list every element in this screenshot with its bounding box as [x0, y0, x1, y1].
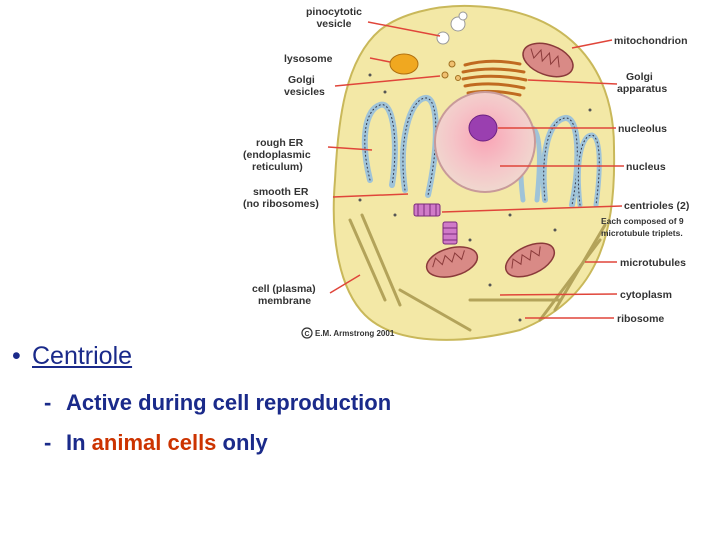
label-rough-er-2: (endoplasmic	[243, 149, 311, 161]
golgi-apparatus	[461, 59, 528, 97]
pinocytotic-vesicle	[436, 11, 468, 45]
label-nucleolus: nucleolus	[618, 123, 667, 135]
copyright: C E.M. Armstrong 2001	[301, 327, 395, 339]
rough-er	[361, 95, 602, 208]
bullet-heading: • Centriole	[12, 342, 132, 371]
ribosomes	[358, 73, 592, 322]
centrioles	[413, 203, 458, 245]
label-cell-membrane-1: cell (plasma)	[252, 283, 316, 295]
label-rough-er-1: rough ER	[256, 137, 304, 149]
copyright-icon	[301, 327, 313, 339]
label-cytoplasm: cytoplasm	[620, 289, 672, 301]
sub-point-1: -Active during cell reproduction	[44, 390, 391, 416]
label-smooth-er-2: (no ribosomes)	[243, 198, 319, 210]
label-golgi-apparatus-1: Golgi	[626, 71, 653, 83]
bullet-title[interactable]: Centriole	[32, 342, 133, 370]
label-pinocytotic-vesicle-2: vesicle	[316, 18, 351, 30]
label-golgi-vesicles-1: Golgi	[288, 74, 315, 86]
copyright-text: E.M. Armstrong 2001	[315, 329, 395, 338]
sub-point-2-highlight: animal cells	[91, 430, 217, 455]
sub-point-2: -In animal cells only	[44, 430, 268, 456]
microtubules	[348, 213, 607, 332]
label-golgi-vesicles-2: vesicles	[284, 86, 325, 98]
label-cell-membrane-2: membrane	[258, 295, 311, 307]
dash-1: -	[44, 390, 52, 415]
dash-2: -	[44, 430, 52, 455]
sub-point-2-text-after: only	[216, 430, 268, 455]
label-centrioles-note-2: microtubule triplets.	[601, 228, 683, 238]
sub-point-1-text: Active during cell reproduction	[66, 390, 392, 415]
bullet-marker: •	[12, 342, 21, 370]
label-pinocytotic-vesicle-1: pinocytotic	[306, 6, 362, 18]
label-ribosome: ribosome	[617, 313, 664, 325]
label-arrows	[327, 21, 624, 319]
cell-diagram: pinocytotic vesicle lysosome Golgi vesic…	[243, 4, 689, 341]
golgi-vesicles	[441, 60, 461, 81]
label-nucleus: nucleus	[626, 161, 666, 173]
label-centrioles-note-1: Each composed of 9	[601, 216, 684, 226]
label-microtubules: microtubules	[620, 257, 686, 269]
label-smooth-er-1: smooth ER	[253, 186, 309, 198]
lysosome	[389, 53, 419, 75]
label-rough-er-3: reticulum)	[252, 161, 303, 173]
sub-point-2-text-before: In	[66, 430, 92, 455]
nucleus	[434, 91, 536, 193]
copyright-symbol: C	[305, 331, 310, 338]
label-centrioles: centrioles (2)	[624, 200, 689, 212]
label-golgi-apparatus-2: apparatus	[617, 83, 667, 95]
label-mitochondrion: mitochondrion	[614, 35, 688, 47]
nucleolus	[468, 114, 498, 142]
mitochondrion	[425, 42, 574, 278]
label-lysosome: lysosome	[284, 53, 333, 65]
